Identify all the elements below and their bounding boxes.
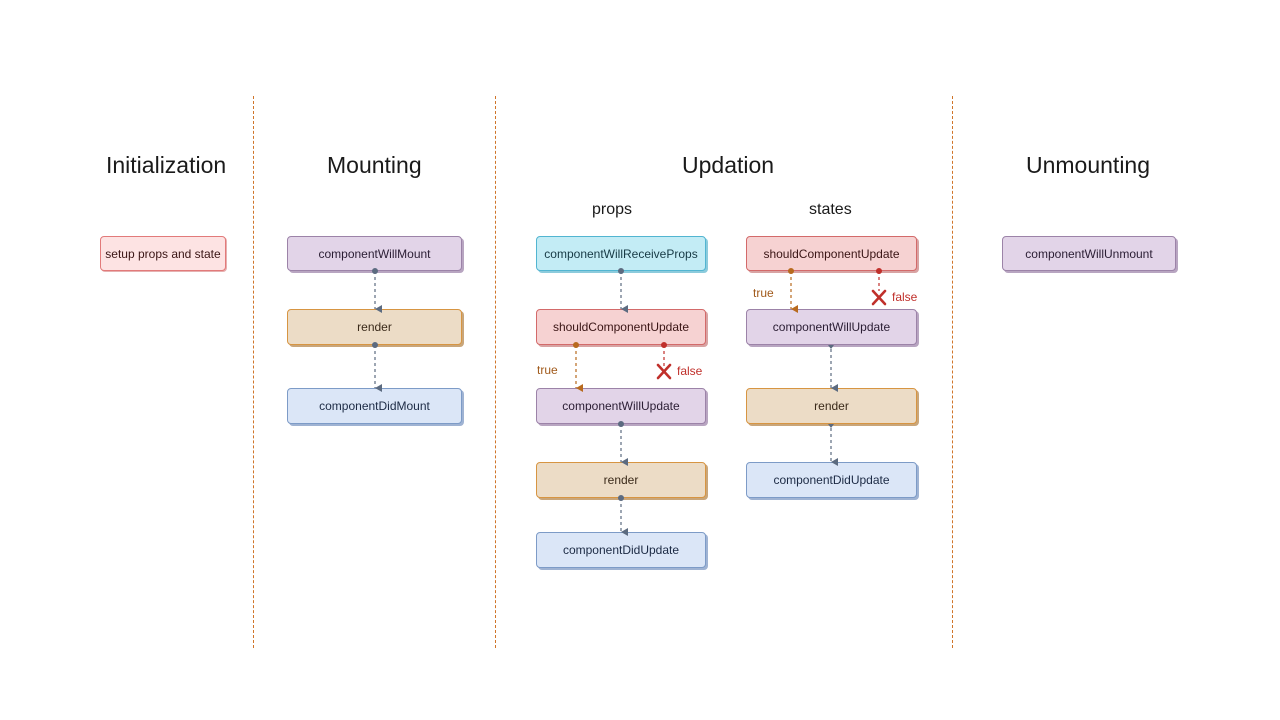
props-true-arrow: [573, 342, 583, 392]
heading-initialization: Initialization: [106, 152, 227, 178]
component-will-unmount-node[interactable]: componentWillUnmount: [1002, 236, 1176, 271]
subheading-states: states: [809, 201, 852, 218]
props-component-did-update-node[interactable]: componentDidUpdate: [536, 532, 706, 568]
props-false-x-icon: [656, 363, 672, 380]
states-true-label: true: [753, 286, 774, 300]
props-false-arrow: [661, 342, 667, 366]
props-component-will-receive-props-node[interactable]: componentWillReceiveProps: [536, 236, 706, 271]
states-true-arrow: [788, 268, 798, 313]
mounting-component-did-mount-node[interactable]: componentDidMount: [287, 388, 462, 424]
heading-mounting: Mounting: [327, 152, 422, 178]
props-arrow-3: [618, 421, 628, 466]
mounting-render-node[interactable]: render: [287, 309, 462, 345]
states-component-will-update-node[interactable]: componentWillUpdate: [746, 309, 917, 345]
mounting-arrow-1: [372, 268, 382, 313]
props-arrow-4: [618, 495, 628, 536]
states-false-x-icon: [871, 289, 887, 306]
states-arrow-3: [828, 424, 838, 466]
props-render-node[interactable]: render: [536, 462, 706, 498]
props-false-label: false: [677, 364, 703, 378]
heading-unmounting: Unmounting: [1026, 152, 1151, 178]
mounting-arrow-2: [372, 342, 382, 392]
states-arrow-2: [828, 345, 838, 392]
heading-updation: Updation: [682, 152, 775, 178]
props-arrow-1: [618, 268, 628, 313]
divider-updation-unmounting: [952, 96, 953, 648]
states-should-component-update-node[interactable]: shouldComponentUpdate: [746, 236, 917, 271]
states-false-arrow: [876, 268, 882, 291]
divider-mounting-updation: [495, 96, 496, 648]
subheading-props: props: [592, 201, 633, 218]
setup-props-and-state-node[interactable]: setup props and state: [100, 236, 226, 271]
props-true-label: true: [537, 363, 558, 377]
divider-initialization-mounting: [253, 96, 254, 648]
states-false-label: false: [892, 290, 918, 304]
